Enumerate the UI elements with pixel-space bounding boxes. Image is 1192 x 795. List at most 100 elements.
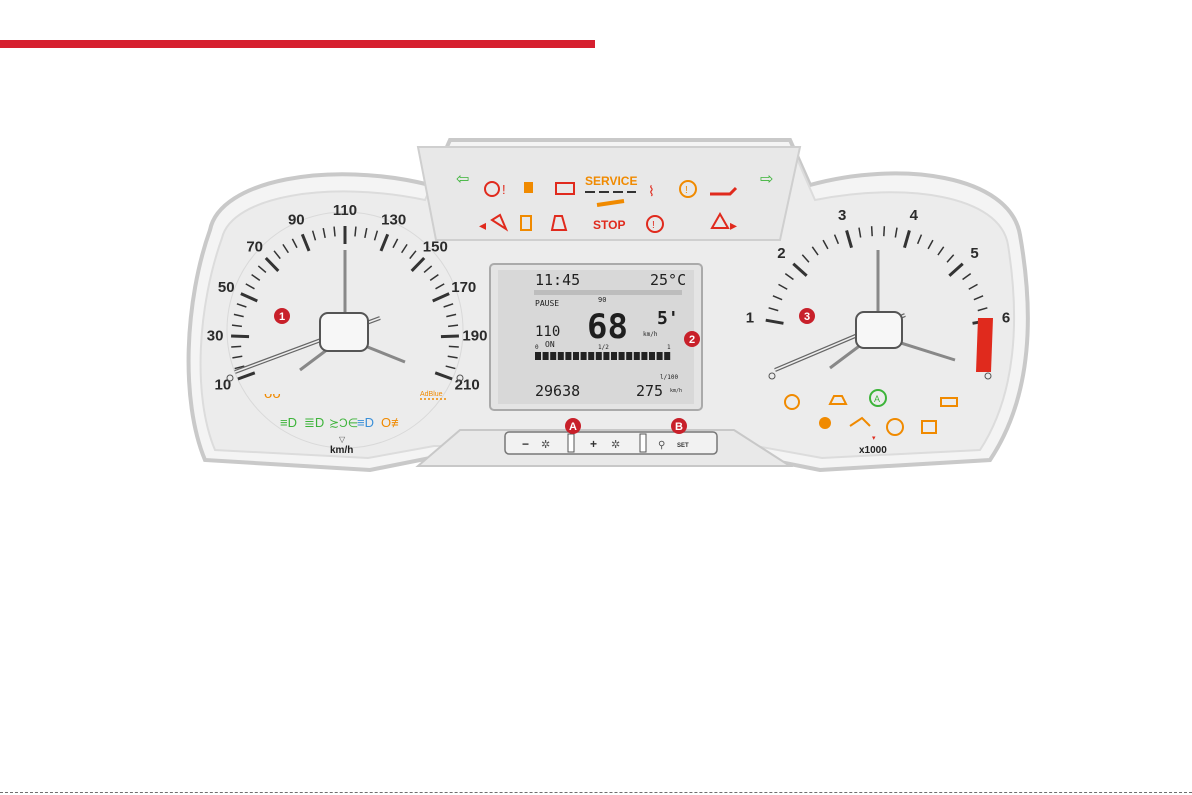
service-label: SERVICE bbox=[585, 174, 637, 188]
rpm-tick-label: 1 bbox=[746, 309, 754, 326]
spanner-icon: ⚲ bbox=[658, 440, 665, 451]
rpm-minor-tick bbox=[884, 226, 885, 236]
speedo-hub bbox=[320, 313, 368, 351]
speed-major-tick bbox=[441, 336, 459, 337]
speed-tick-label: 130 bbox=[381, 211, 406, 228]
lcd-display: 11:45 25°C PAUSE 90 110 ON 68 km/h 5' 0 … bbox=[490, 264, 702, 410]
airbag-icon bbox=[819, 417, 831, 429]
speed-unit: km/h bbox=[330, 445, 353, 456]
svg-text:A: A bbox=[874, 394, 880, 404]
rpm-tick-label: 3 bbox=[838, 207, 846, 224]
lcd-clock: 11:45 bbox=[535, 271, 580, 289]
lcd-set-speed: 110 bbox=[535, 324, 560, 340]
lcd-consumption-unit: l/100 bbox=[660, 374, 678, 381]
lcd-bar-segment bbox=[641, 352, 647, 360]
lcd-bar-segment bbox=[588, 352, 594, 360]
lcd-bar-segment bbox=[565, 352, 571, 360]
svg-text:!: ! bbox=[685, 185, 688, 196]
lcd-bar-segment bbox=[664, 352, 670, 360]
speed-tick-label: 150 bbox=[423, 238, 448, 255]
svg-text:!: ! bbox=[652, 220, 655, 231]
page-bottom-rule bbox=[0, 792, 1192, 793]
button-a-stem[interactable] bbox=[568, 434, 574, 452]
speed-major-tick bbox=[231, 336, 249, 337]
lcd-elapsed: 5' bbox=[657, 308, 679, 329]
lcd-range: 275 bbox=[636, 382, 663, 400]
right-turn-arrow-icon: ⇨ bbox=[760, 171, 773, 188]
speed-tick-label: 90 bbox=[288, 211, 305, 228]
lcd-limit-value: 90 bbox=[598, 296, 606, 304]
stop-label: STOP bbox=[593, 218, 625, 232]
lcd-bar-segment bbox=[649, 352, 655, 360]
lcd-bar-segment bbox=[535, 352, 541, 360]
lcd-bar-segment bbox=[596, 352, 602, 360]
button-b-stem[interactable] bbox=[640, 434, 646, 452]
lcd-bar-segment bbox=[573, 352, 579, 360]
lcd-bar-segment bbox=[550, 352, 556, 360]
lcd-bar-segment bbox=[543, 352, 549, 360]
speed-tick-label: 50 bbox=[218, 279, 235, 296]
callout-a: A bbox=[569, 421, 577, 433]
callout-1: 1 bbox=[279, 311, 285, 323]
rpm-tick-label: 2 bbox=[777, 245, 785, 262]
side-lights-icon: ≿Ɔ∈ bbox=[329, 416, 358, 430]
callout-b: B bbox=[675, 421, 683, 433]
lcd-gauge-start: 0 bbox=[535, 344, 539, 351]
lcd-bar-segment bbox=[634, 352, 640, 360]
speed-tick-label: 210 bbox=[455, 376, 480, 393]
dim-minus-button[interactable]: − bbox=[522, 437, 529, 451]
lcd-pause-label: PAUSE bbox=[535, 299, 559, 308]
rpm-tick-label: 6 bbox=[1002, 309, 1010, 326]
high-beam-icon: ≡D bbox=[357, 415, 374, 430]
rear-fog-icon: O≢ bbox=[381, 415, 404, 430]
set-label: SET bbox=[677, 443, 689, 449]
speed-minor-tick bbox=[449, 346, 459, 347]
lcd-bar-segment bbox=[603, 352, 609, 360]
lcd-range-unit: km/h bbox=[670, 388, 682, 394]
lcd-gauge-half: 1/2 bbox=[598, 344, 609, 351]
speed-tick-label: 190 bbox=[462, 327, 487, 344]
fuel-icon bbox=[524, 182, 533, 193]
lcd-bar-segment bbox=[619, 352, 625, 360]
glow-plug-icon: ᴗᴗ bbox=[264, 385, 281, 402]
lcd-gauge-full: 1 bbox=[667, 344, 671, 351]
speed-tick-label: 30 bbox=[207, 327, 224, 344]
rpm-minor-tick bbox=[872, 226, 873, 236]
speed-tick-label: 70 bbox=[246, 238, 263, 255]
redline-zone bbox=[976, 318, 993, 372]
callout-3: 3 bbox=[804, 311, 810, 323]
lcd-bar-segment bbox=[558, 352, 564, 360]
speed-tick-label: 170 bbox=[451, 279, 476, 296]
lcd-odometer: 29638 bbox=[535, 382, 580, 400]
rpm-tick-label: 5 bbox=[970, 245, 978, 262]
svg-text:▸: ▸ bbox=[730, 217, 737, 233]
left-turn-arrow-icon: ⇦ bbox=[456, 171, 469, 188]
lcd-current-speed: 68 bbox=[587, 307, 628, 347]
brightness-down-icon: ✲ bbox=[541, 439, 550, 451]
coolant-temp-icon: ⌇ bbox=[648, 183, 655, 199]
tacho-hub bbox=[856, 312, 902, 348]
speed-minor-tick bbox=[355, 227, 356, 237]
lcd-bar-segment bbox=[611, 352, 617, 360]
speed-tick-label: 110 bbox=[333, 202, 357, 219]
speedo-pointer-icon: ▽ bbox=[339, 435, 346, 444]
low-beam-icon: ≣D bbox=[304, 415, 324, 430]
speed-tick-label: 10 bbox=[214, 376, 231, 393]
rpm-tick-label: 4 bbox=[910, 207, 919, 224]
svg-text:!: ! bbox=[502, 182, 506, 197]
lcd-on-label: ON bbox=[545, 340, 555, 349]
lcd-bar-segment bbox=[581, 352, 587, 360]
lcd-bar-segment bbox=[626, 352, 632, 360]
lcd-bar-segment bbox=[657, 352, 663, 360]
lcd-speed-unit: km/h bbox=[643, 331, 658, 338]
svg-text:▾: ▾ bbox=[872, 435, 876, 442]
front-fog-icon: ≡D bbox=[280, 415, 297, 430]
rpm-unit: x1000 bbox=[859, 445, 887, 456]
dim-plus-button[interactable]: + bbox=[590, 437, 597, 451]
brightness-up-icon: ✲ bbox=[611, 439, 620, 451]
seatbelt-left-icon: ◂ bbox=[479, 217, 486, 233]
speed-minor-tick bbox=[334, 227, 335, 237]
adblue-label: AdBlue bbox=[420, 391, 443, 398]
speed-minor-tick bbox=[231, 346, 241, 347]
